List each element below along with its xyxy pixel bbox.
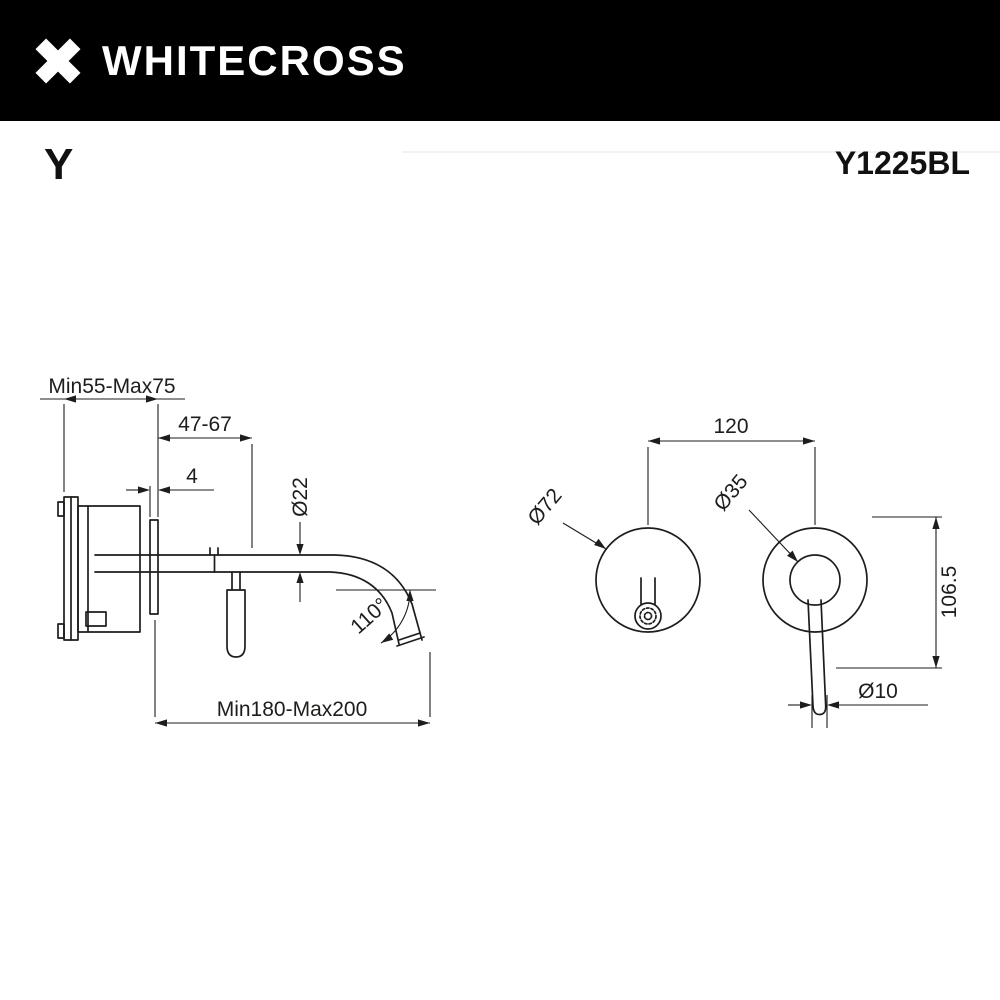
dim-lever-diameter-label: Ø10 [858,680,898,703]
dim-spout-reach: Min180-Max200 [154,620,431,727]
brand-name: WHITECROSS [102,36,407,84]
dim-spout-diameter: Ø22 [289,477,312,602]
dim-plate-spacing-label: 120 [713,415,748,438]
side-view-escutcheon [149,519,159,615]
dim-lever-diameter: Ø10 [788,680,928,728]
side-view-handle [226,571,246,658]
side-view-valve-body [77,505,141,633]
front-view-lever [807,599,827,716]
dim-trim-thickness: 4 [126,465,214,517]
whitecross-x-logo-icon [35,37,81,84]
dim-plate-spacing: 120 [647,415,816,525]
dim-concealed-depth: 47-67 [158,413,253,548]
dim-spout-plate-diameter-label: Ø72 [523,484,566,529]
dim-concealed-depth-label: 47-67 [178,413,232,436]
dim-handle-height: 106.5 [836,516,961,669]
brand-header: WHITECROSS [0,0,1000,121]
side-view-wall-bracket [57,496,79,641]
dim-handle-height-label: 106.5 [938,566,961,619]
dim-wall-depth: Min55-Max75 [40,375,185,517]
dim-spout-diameter-label: Ø22 [289,477,312,517]
series-label: Y [44,140,74,189]
model-number: Y1225BL [834,145,970,181]
dim-handle-base-diameter: Ø35 [709,470,799,563]
front-view-handle-plate [762,527,868,633]
front-view-spout-plate [595,527,701,633]
dim-wall-depth-label: Min55-Max75 [48,375,175,398]
dim-spout-reach-label: Min180-Max200 [217,698,368,721]
dim-handle-base-diameter-label: Ø35 [709,470,752,515]
dim-trim-thickness-label: 4 [186,465,198,488]
dim-spout-plate-diameter: Ø72 [523,484,607,550]
